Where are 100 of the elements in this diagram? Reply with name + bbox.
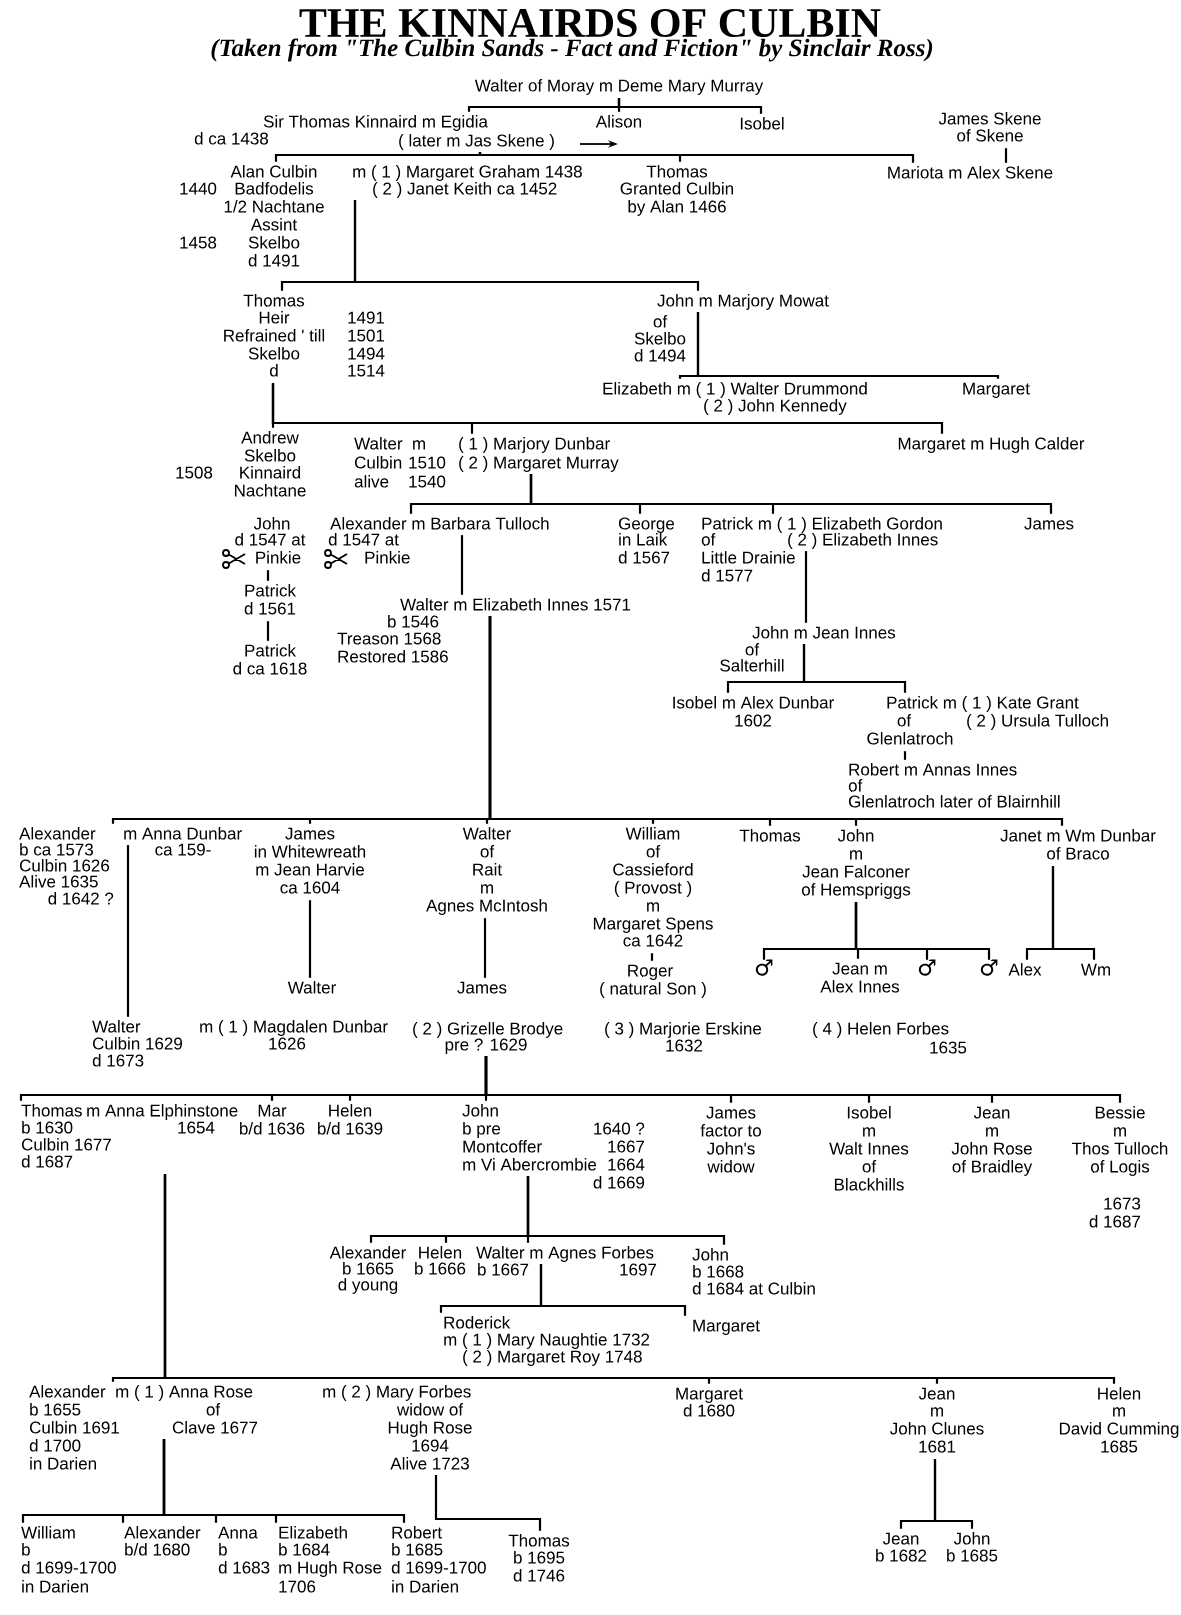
- family-entry: Jean m John Rose of Braidley: [951, 1106, 1033, 1176]
- family-entry: Sir Thomas Kinnaird m Egidia d ca 1438 ( later m Jas Skene ): [194, 115, 554, 150]
- family-line: [266, 621, 270, 641]
- family-line: [484, 1056, 1122, 1103]
- family-entry: Wm: [1080, 963, 1110, 976]
- family-entry: Robert m Annas Innes of Glenlatroch later of Blairnhill: [848, 763, 1060, 808]
- family-entry: John m Marjory Mowat of Skelbo d 1494: [634, 294, 829, 362]
- family-entry: James: [1024, 517, 1074, 530]
- family-entry: Janet m Wm Dunbar of Braco: [1000, 829, 1156, 860]
- family-entry: Helen b/d 1639: [318, 1104, 383, 1135]
- family-entry: Alexander b/d 1680: [124, 1526, 201, 1556]
- family-line: [802, 644, 907, 693]
- family-line: [933, 1459, 974, 1529]
- family-entry: Elizabeth b 1684 m Hugh Rose 1706: [279, 1526, 382, 1593]
- family-entry: Thomas: [739, 829, 801, 842]
- family-entry: Walter of Moray m Deme Mary Murray: [474, 79, 764, 95]
- family-entry: Elizabeth m ( 1 ) Walter Drummond ( 2 ) John Kennedy: [603, 382, 867, 415]
- family-entry: Alexander m ( 1 ) Anna Rose m ( 2 ) Mary Forbes b 1655 of widow of Culbin 1691 Clave 1677 Hugh Rose d 1700 1694 in Darien Alive 1723: [29, 1385, 472, 1470]
- family-line: [539, 1264, 687, 1316]
- family-entry: Thomas Granted Culbin by Alan 1466: [620, 165, 734, 216]
- family-entry: Walter m Elizabeth Innes 1571 b 1546 Treason 1568 Restored 1586: [337, 598, 631, 663]
- family-entry: Alex: [1008, 963, 1042, 976]
- family-entry: John m Jean Falconer of Hemspriggs: [801, 829, 911, 899]
- family-entry: ♂: [980, 959, 998, 976]
- family-entry: Thomas b 1695 d 1746: [508, 1534, 570, 1582]
- family-entry: Roderick m ( 1 ) Mary Naughtie 1732 ( 2 ) Margaret Roy 1748: [444, 1316, 650, 1366]
- family-line: [696, 312, 1000, 380]
- family-entry: James Skene of Skene: [938, 112, 1041, 142]
- family-entry: Mar b/d 1636: [240, 1104, 305, 1135]
- family-line: [526, 1176, 726, 1245]
- family-entry: Thomas m Anna Elphinstone b 1630 1654 Culbin 1677 d 1687: [21, 1104, 238, 1168]
- family-line: [478, 151, 915, 163]
- family-line: [488, 616, 1064, 827]
- family-entry: Patrick d 1561: [244, 584, 296, 615]
- family-entry: Walter: [287, 981, 336, 994]
- family-line: [529, 474, 1053, 514]
- family-line: [617, 98, 763, 114]
- family-line: [483, 918, 487, 978]
- family-entry: Robert b 1685 d 1699-1700 in Darien: [391, 1526, 486, 1593]
- family-line: [1004, 148, 1008, 163]
- family-entry: Alexander m Barbara Tulloch d 1547 at Pinkie: [324, 517, 549, 569]
- family-line: [434, 1475, 542, 1531]
- family-entry: Walter m ( 1 ) Magdalen Dunbar ( 2 ) Grizelle Brodye ( 3 ) Marjorie Erskine ( 4 ) Helen Forbes Culbin 1629 1626 pre ? 1629 1632 1635 d 1673: [92, 1020, 967, 1067]
- family-line: [804, 551, 808, 623]
- family-entry: Mariota m Alex Skene: [888, 166, 1053, 179]
- family-entry: Alan Culbin m ( 1 ) Margaret Graham 1438 1440 Badfodelis ( 2 ) Janet Keith ca 1452 1/2 Nachtane Assint 1458 Skelbo d 1491: [180, 165, 582, 267]
- family-entry: Margaret: [693, 1319, 760, 1335]
- family-entry: Patrick m ( 1 ) Kate Grant of ( 2 ) Ursula Tulloch Glenlatroch: [867, 696, 1108, 745]
- family-entry: George in Laik d 1567: [618, 517, 675, 564]
- family-entry: Helen m David Cumming 1685: [1059, 1387, 1179, 1453]
- family-entry: Helen b 1666: [415, 1246, 466, 1275]
- family-entry: Walter of Rait m Agnes McIntosh: [426, 827, 547, 915]
- family-line: [353, 200, 700, 291]
- family-entry: Roger ( natural Son ): [600, 964, 706, 998]
- family-entry: Margaret m Hugh Calder: [898, 437, 1085, 453]
- family-line: [163, 1174, 1116, 1385]
- family-entry: Alison: [595, 115, 642, 128]
- family-entry: Jean m Alex Innes: [820, 962, 900, 993]
- family-entry: Thomas Heir 1491 Refrained ' till 1501 Skelbo 1494 d 1514: [224, 294, 385, 377]
- family-entry: Isobel m Alex Dunbar 1602: [673, 696, 834, 727]
- family-entry: Isobel m Walt Innes of Blackhills: [829, 1106, 909, 1191]
- family-entry: William b d 1699-1700 in Darien: [21, 1526, 116, 1593]
- family-entry: Bessie m Thos Tulloch of Logis 1673 d 1687: [1072, 1106, 1168, 1228]
- title: THE KINNAIRDS OF CULBIN: [299, 8, 881, 38]
- family-entry: Jean m John Clunes 1681: [890, 1387, 984, 1453]
- family-line: [162, 1439, 406, 1523]
- family-entry: ♂: [918, 959, 936, 976]
- family-line: [1051, 866, 1096, 960]
- family-entry: Margaret d 1680: [676, 1387, 743, 1417]
- family-entry: James factor to John's widow: [700, 1106, 761, 1173]
- subtitle: (Taken from "The Culbin Sands - Fact and Fiction" by Sinclair Ross): [211, 38, 933, 62]
- family-entry: ♂: [755, 959, 773, 976]
- family-line: [266, 570, 270, 581]
- family-line: [650, 953, 654, 961]
- family-line: [271, 383, 944, 434]
- family-entry: Patrick d ca 1618: [233, 644, 307, 675]
- family-entry: Alexander m Anna Dunbar b ca 1573 ca 159- Culbin 1626 Alive 1635 d 1642 ?: [19, 827, 242, 905]
- family-entry: John b 1668 d 1684 at Culbin: [692, 1248, 815, 1295]
- family-entry: Anna b d 1683: [218, 1526, 270, 1574]
- family-entry: John d 1547 at Pinkie: [222, 517, 306, 569]
- family-entry: John m Jean Innes of Salterhill: [720, 626, 896, 672]
- family-entry: Alexander b 1665 d young: [329, 1246, 406, 1294]
- family-line: [274, 152, 482, 162]
- family-line: [460, 535, 464, 595]
- family-entry: Margaret: [963, 382, 1030, 398]
- family-entry: John b pre 1640 ? Montcoffer 1667 m Vi Abercrombie 1664 d 1669: [462, 1104, 645, 1189]
- family-line: [903, 751, 907, 760]
- family-entry: Isobel: [740, 117, 784, 130]
- family-entry: James: [457, 981, 507, 994]
- family-line: [126, 845, 130, 1017]
- family-entry: Walter m Agnes Forbes b 1667 1697: [476, 1246, 657, 1276]
- family-line: [308, 900, 312, 978]
- family-entry: Patrick m ( 1 ) Elizabeth Gordon of ( 2 ) Elizabeth Innes Little Drainie d 1577: [701, 517, 942, 582]
- family-entry: James in Whitewreath m Jean Harvie ca 1604: [254, 827, 366, 894]
- family-entry: Jean b 1682: [876, 1532, 927, 1562]
- family-entry: Andrew Skelbo 1508 Kinnaird Nachtane: [176, 431, 306, 497]
- family-entry: John b 1685: [947, 1532, 998, 1562]
- family-entry: William of Cassieford ( Provost ) m Margaret Spens ca 1642: [593, 827, 713, 947]
- family-line: [854, 902, 991, 960]
- family-entry: Walter m ( 1 ) Marjory Dunbar Culbin 1510 ( 2 ) Margaret Murray alive 1540: [354, 437, 619, 488]
